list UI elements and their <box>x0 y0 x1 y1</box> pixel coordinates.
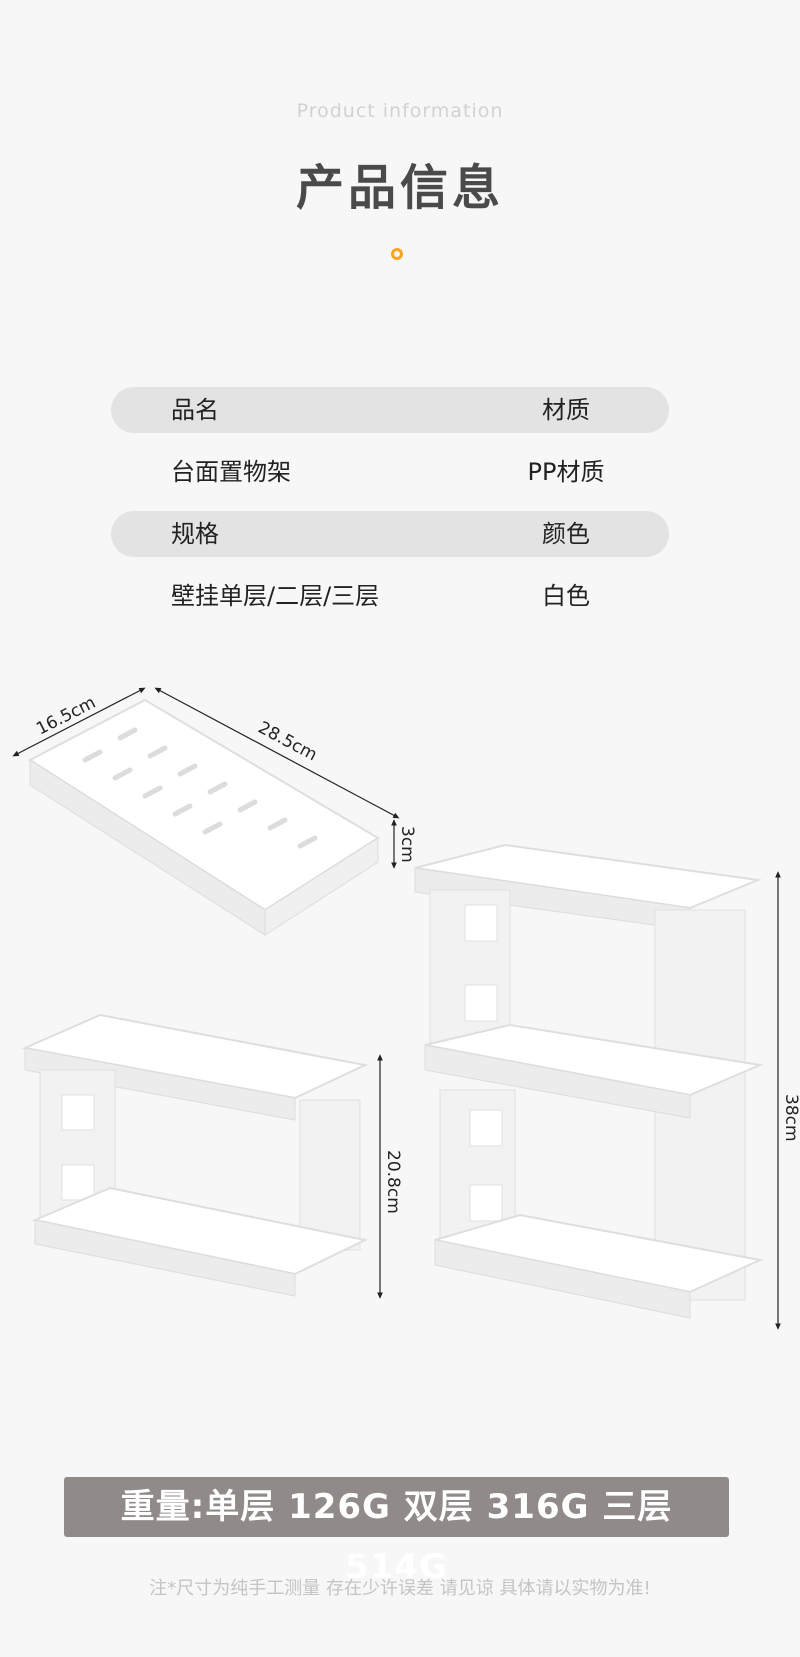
single-tray-image <box>28 698 380 936</box>
spec-label: 壁挂单层/二层/三层 <box>171 582 380 610</box>
spec-row-header-2: 规格 颜色 <box>111 511 669 557</box>
spec-row-value-2: 壁挂单层/二层/三层 白色 <box>111 573 669 619</box>
tray-height-dim-label: 3cm <box>397 826 417 863</box>
triple-height-dim-label: 38cm <box>781 1094 800 1142</box>
length-dim-line <box>154 687 400 819</box>
spec-label: 品名 <box>171 396 219 424</box>
weight-banner: 重量:单层 126G 双层 316G 三层 514G <box>64 1477 729 1587</box>
product-illustration: 16.5cm 28.5cm 3cm 20.8cm 38cm <box>12 687 800 1330</box>
spec-value-label: 白色 <box>542 582 590 610</box>
spec-value-label: 材质 <box>542 396 590 424</box>
spec-row-header-1: 品名 材质 <box>111 387 669 433</box>
double-height-dim-label: 20.8cm <box>383 1150 403 1214</box>
subtitle-en: Product information <box>296 100 504 122</box>
page-title: 产品信息 <box>295 160 504 216</box>
double-rack-image <box>21 1013 369 1297</box>
spec-label: 台面置物架 <box>171 458 291 486</box>
spec-row-value-1: 台面置物架 PP材质 <box>111 449 669 495</box>
spec-label: 规格 <box>171 520 219 548</box>
accent-dot-icon <box>391 248 403 260</box>
measurement-note: 注*尺寸为纯手工测量 存在少许误差 请见谅 具体请以实物为准! <box>149 1578 651 1599</box>
spec-value-label: 颜色 <box>542 520 590 548</box>
width-dim-line <box>12 687 146 757</box>
triple-rack-image <box>414 843 764 1319</box>
spec-value-label: PP材质 <box>527 458 605 486</box>
